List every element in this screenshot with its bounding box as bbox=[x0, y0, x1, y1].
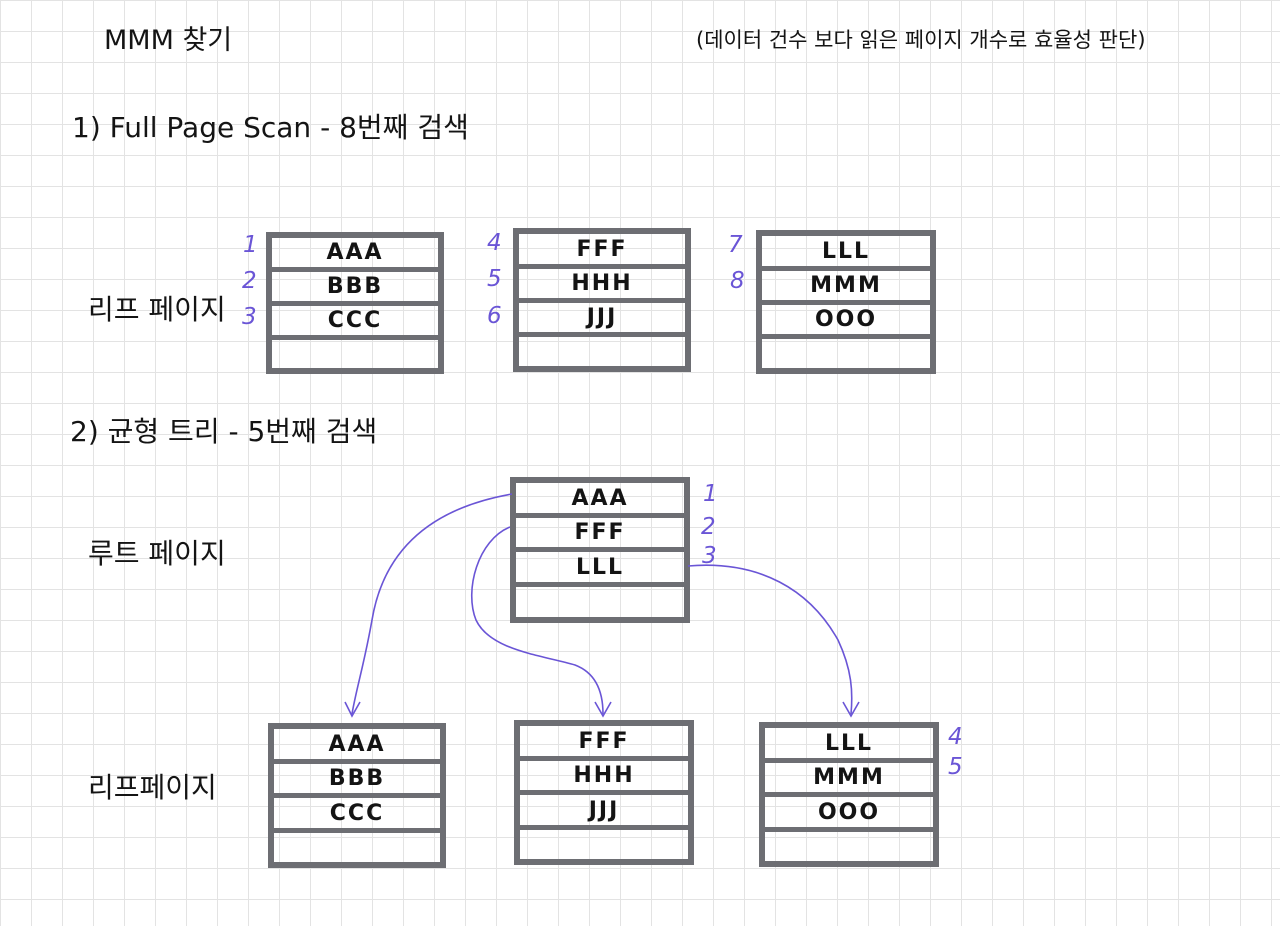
s1-leaf-page-2: FFF HHH JJJ bbox=[513, 228, 691, 372]
section2-heading: 2) 균형 트리 - 5번째 검색 bbox=[70, 415, 378, 448]
page-row: MMM bbox=[765, 763, 933, 797]
s1-leaf-page-1: AAA BBB CCC bbox=[266, 232, 444, 374]
page-row: CCC bbox=[274, 798, 440, 833]
order-number: 7 bbox=[728, 232, 743, 258]
arrow-root-lll-to-leaf-3 bbox=[687, 564, 853, 715]
order-number: 5 bbox=[948, 754, 963, 780]
page-row: AAA bbox=[272, 238, 438, 272]
order-number: 3 bbox=[242, 304, 257, 330]
order-number: 6 bbox=[487, 303, 502, 329]
page-row: JJJ bbox=[520, 795, 688, 830]
page-row: MMM bbox=[762, 271, 930, 305]
page-row: AAA bbox=[516, 483, 684, 518]
order-number: 4 bbox=[948, 724, 963, 750]
order-number: 1 bbox=[243, 232, 258, 258]
order-number: 1 bbox=[703, 481, 718, 507]
page-row: FFF bbox=[520, 726, 688, 761]
page-row: HHH bbox=[520, 761, 688, 795]
page-row: JJJ bbox=[519, 303, 685, 337]
page-row: OOO bbox=[765, 797, 933, 832]
arrowhead-icon bbox=[842, 701, 860, 718]
page-row: BBB bbox=[272, 272, 438, 306]
page-row: BBB bbox=[274, 764, 440, 798]
s1-leaf-page-3: LLL MMM OOO bbox=[756, 230, 936, 374]
page-title: MMM 찾기 bbox=[104, 25, 233, 56]
order-number: 4 bbox=[487, 230, 502, 256]
page-row: FFF bbox=[516, 518, 684, 552]
arrowhead-icon bbox=[344, 701, 361, 718]
section1-heading: 1) Full Page Scan - 8번째 검색 bbox=[72, 111, 469, 144]
order-number: 2 bbox=[701, 514, 716, 540]
page-row: CCC bbox=[272, 306, 438, 340]
page-row: HHH bbox=[519, 269, 685, 303]
root-page-label: 루트 페이지 bbox=[88, 537, 226, 570]
arrowhead-icon bbox=[594, 701, 612, 718]
order-number: 2 bbox=[242, 268, 257, 294]
page-row: LLL bbox=[765, 728, 933, 763]
page-row: LLL bbox=[516, 552, 684, 587]
arrow-root-aaa-to-leaf-1 bbox=[351, 493, 513, 715]
page-row: AAA bbox=[274, 729, 440, 764]
s2-leaf-page-2: FFF HHH JJJ bbox=[514, 720, 694, 865]
order-number: 3 bbox=[702, 543, 717, 569]
section2-leaf-label: 리프페이지 bbox=[88, 771, 217, 804]
page-row: LLL bbox=[762, 236, 930, 271]
s2-leaf-page-3: LLL MMM OOO bbox=[759, 722, 939, 867]
page-row: OOO bbox=[762, 305, 930, 339]
order-number: 5 bbox=[487, 266, 502, 292]
order-number: 8 bbox=[730, 268, 745, 294]
section1-leaf-label: 리프 페이지 bbox=[88, 293, 226, 326]
page-row: FFF bbox=[519, 234, 685, 269]
s2-leaf-page-1: AAA BBB CCC bbox=[268, 723, 446, 868]
root-page: AAA FFF LLL bbox=[510, 477, 690, 623]
arrow-root-fff-to-leaf-2 bbox=[471, 526, 604, 715]
header-note: (데이터 건수 보다 읽은 페이지 개수로 효율성 판단) bbox=[696, 28, 1146, 52]
